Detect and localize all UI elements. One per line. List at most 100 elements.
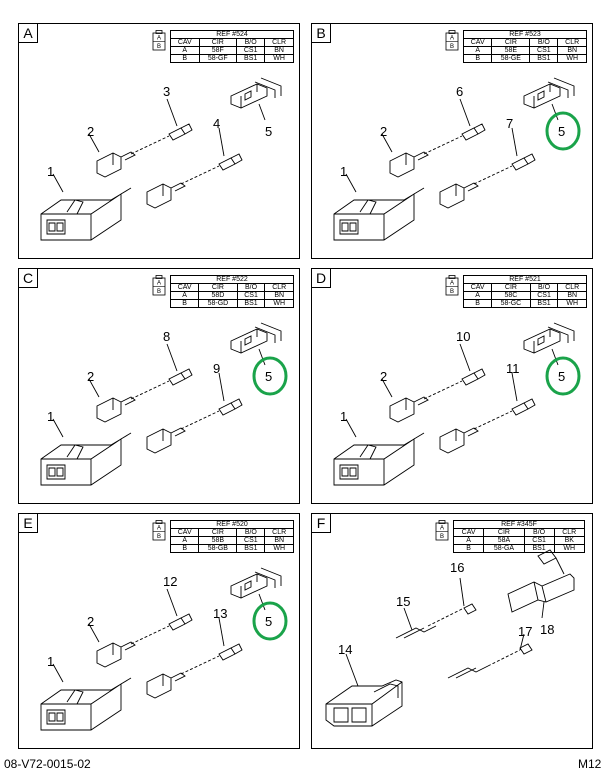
seal-lower [511,153,536,171]
callout-17: 17 [518,624,532,639]
panel-letter: A [19,24,38,43]
svg-text:A: A [450,36,454,42]
terminal-lower [439,182,479,209]
lead-line [120,187,132,195]
callout-2: 2 [380,369,387,384]
table-cell: BS1 [523,544,555,553]
dashed-wire [130,135,170,155]
callout-leader [88,378,100,398]
lead-line [413,187,425,195]
dashed-wire [427,607,465,627]
svg-text:B: B [450,44,454,50]
seal-lower [519,643,533,655]
terminal-lower [146,182,186,209]
svg-text:A: A [440,526,444,532]
table-cell: B [462,54,493,63]
callout-leader [88,133,100,153]
panel-letter: E [19,514,38,533]
callout-5: 5 [265,369,272,384]
tpa-tab [547,322,575,343]
terminal-lower [146,427,186,454]
dashed-wire [473,410,513,430]
callout-leader [52,663,64,683]
table-cell: WH [264,54,294,63]
connector-housing [333,438,415,486]
tpa-tab [254,77,282,98]
callout-2: 2 [87,614,94,629]
callout-leader [52,418,64,438]
retainer-top [537,549,565,575]
callout-10: 10 [456,329,470,344]
connector-housing [325,679,403,727]
dashed-wire [423,135,463,155]
housing-face [333,707,367,723]
callout-leader [258,103,266,121]
callout-5: 5 [558,124,565,139]
callout-6: 6 [456,84,463,99]
callout-leader [551,103,559,121]
callout-leader [519,633,525,651]
tpa-lock [230,83,268,109]
dashed-wire [180,165,220,185]
svg-text:B: B [440,534,444,540]
highlight-circle [545,111,581,151]
dashed-wire [423,380,463,400]
terminal-lower [447,665,489,679]
callout-14: 14 [338,642,352,657]
seal-lower [218,398,243,416]
callout-2: 2 [380,124,387,139]
terminal-upper [389,396,429,423]
table-cell: BS1 [236,299,266,308]
table-cell: B [169,544,200,553]
housing-face [339,464,359,480]
terminal-upper [389,151,429,178]
callout-leader [511,127,518,157]
lead-line [120,677,132,685]
highlight-circle [252,601,288,641]
callout-leader [381,378,393,398]
housing-face [46,709,66,725]
tpa-lock [523,328,561,354]
dashed-wire [130,380,170,400]
callout-leader [345,653,359,687]
callout-4: 4 [213,116,220,131]
dashed-wire [487,649,521,667]
callout-leader [459,343,471,372]
table-cell: 58-GC [491,299,531,308]
callout-2: 2 [87,369,94,384]
seal-upper [463,603,477,615]
callout-1: 1 [47,654,54,669]
latch [66,444,84,460]
callout-leader [258,348,266,366]
callout-18: 18 [540,622,554,637]
table-cell: BS1 [529,299,559,308]
callout-1: 1 [340,164,347,179]
housing-face [339,219,359,235]
panel-letter: B [312,24,331,43]
table-cell: BS1 [529,54,559,63]
callout-leader [166,588,178,617]
table-cell: WH [553,544,585,553]
callout-leader [218,372,225,402]
callout-1: 1 [47,409,54,424]
seal-upper [168,368,193,386]
callout-leader [541,601,545,619]
connector-housing [40,193,122,241]
panel-letter: F [312,514,331,533]
tpa-lock [230,573,268,599]
callout-13: 13 [213,606,227,621]
tpa-tab [254,567,282,588]
